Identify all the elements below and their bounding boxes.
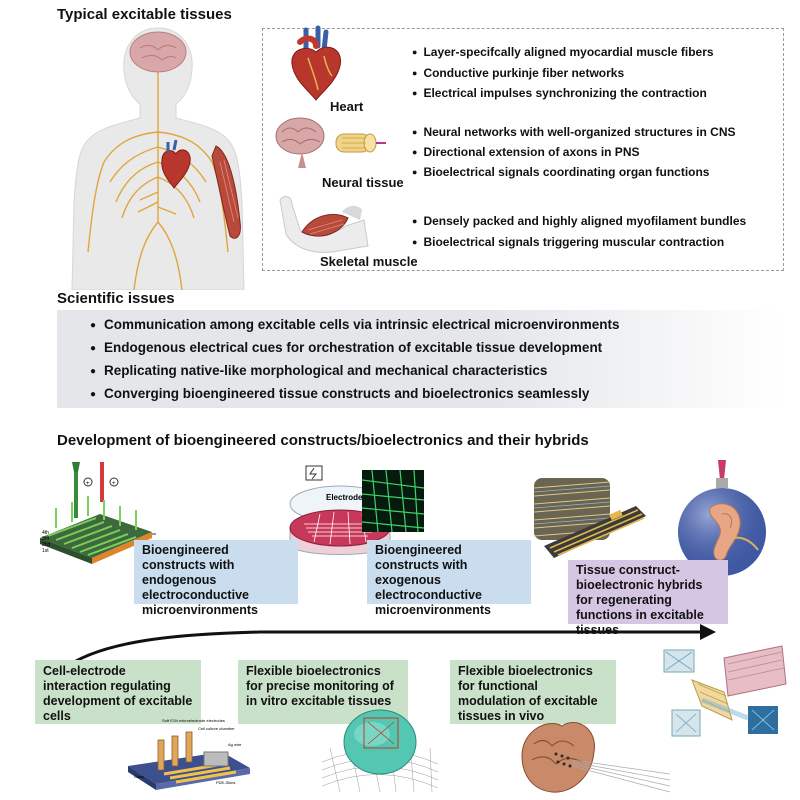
neural-point: Bioelectrical signals coordinating organ… bbox=[412, 165, 709, 179]
axon-bundle-illustration bbox=[335, 133, 386, 153]
layer-label: 4th bbox=[42, 530, 49, 536]
layer-label: 1st bbox=[42, 548, 49, 554]
brain-electrode-illustration bbox=[521, 721, 670, 793]
plus-sign: + bbox=[86, 481, 90, 487]
neural-point: Neural networks with well-organized stru… bbox=[412, 125, 735, 139]
scientific-issue-item: Replicating native-like morphological an… bbox=[90, 363, 547, 380]
heart-point: Layer-specifcally aligned myocardial mus… bbox=[412, 45, 713, 59]
aligned-fiber-image bbox=[534, 478, 610, 540]
scientific-issues-title: Scientific issues bbox=[57, 290, 175, 307]
heart-point: Conductive purkinje fiber networks bbox=[412, 66, 624, 80]
chip-label: Cell culture chamber bbox=[198, 726, 235, 731]
human-body-illustration bbox=[71, 27, 245, 290]
arrow-head bbox=[700, 624, 716, 640]
brain-illustration bbox=[275, 117, 325, 168]
scientific-issue-item: Endogenous electrical cues for orchestra… bbox=[90, 340, 602, 357]
bionic-ear-illustration bbox=[678, 460, 766, 576]
fluorescence-network-image bbox=[362, 470, 424, 532]
exogenous-construct-box: Bioengineered constructs with exogenous … bbox=[367, 540, 531, 617]
chip-label: Ag wire bbox=[228, 742, 242, 747]
chip-label: Glass bbox=[134, 774, 144, 779]
skeletal-muscle-label: Skeletal muscle bbox=[320, 254, 418, 269]
modulation-bioelectronics-box: Flexible bioelectronics for functional m… bbox=[450, 660, 616, 724]
development-title: Development of bioengineered constructs/… bbox=[57, 432, 589, 449]
hybrid-box: Tissue construct-bioelectronic hybrids f… bbox=[568, 560, 728, 637]
microelectrode-chip-illustration: Soft E1N microelectrode electrodes Cell … bbox=[128, 718, 250, 790]
organoid-mesh-illustration bbox=[321, 709, 439, 793]
tissue-features-panel bbox=[262, 28, 784, 271]
chip-label: PDE-Skins bbox=[216, 780, 235, 785]
arm-muscle-illustration bbox=[279, 196, 369, 253]
heart-illustration bbox=[291, 25, 342, 101]
heart-point: Electrical impulses synchronizing the co… bbox=[412, 86, 706, 100]
neural-tissue-label: Neural tissue bbox=[322, 175, 404, 190]
endogenous-construct-box: Bioengineered constructs with endogenous… bbox=[134, 540, 298, 617]
brain bbox=[129, 31, 187, 73]
skeletal-point: Bioelectrical signals triggering muscula… bbox=[412, 235, 724, 249]
layer-label: 3rd bbox=[42, 536, 49, 542]
electrodes-label: Electrodes bbox=[326, 493, 367, 502]
skeletal-point: Densely packed and highly aligned myofil… bbox=[412, 214, 746, 228]
heart-label: Heart bbox=[330, 99, 364, 114]
neural-point: Directional extension of axons in PNS bbox=[412, 145, 639, 159]
typical-tissues-title: Typical excitable tissues bbox=[57, 6, 232, 23]
timeline-arrow bbox=[61, 624, 716, 672]
flexible-electrode-strip bbox=[544, 506, 646, 558]
scientific-issue-item: Communication among excitable cells via … bbox=[90, 317, 619, 334]
nerve-implant-illustration bbox=[663, 645, 787, 737]
scientific-issue-item: Converging bioengineered tissue construc… bbox=[90, 386, 589, 403]
nerve-network bbox=[87, 72, 229, 290]
layer-label: 2nd bbox=[42, 542, 51, 548]
heart-small bbox=[161, 139, 191, 189]
cell-electrode-box: Cell-electrode interaction regulating de… bbox=[35, 660, 201, 724]
arm-muscle bbox=[211, 145, 241, 239]
chip-label: Soft E1N microelectrode electrodes bbox=[162, 718, 225, 723]
plus-sign: + bbox=[112, 481, 116, 487]
